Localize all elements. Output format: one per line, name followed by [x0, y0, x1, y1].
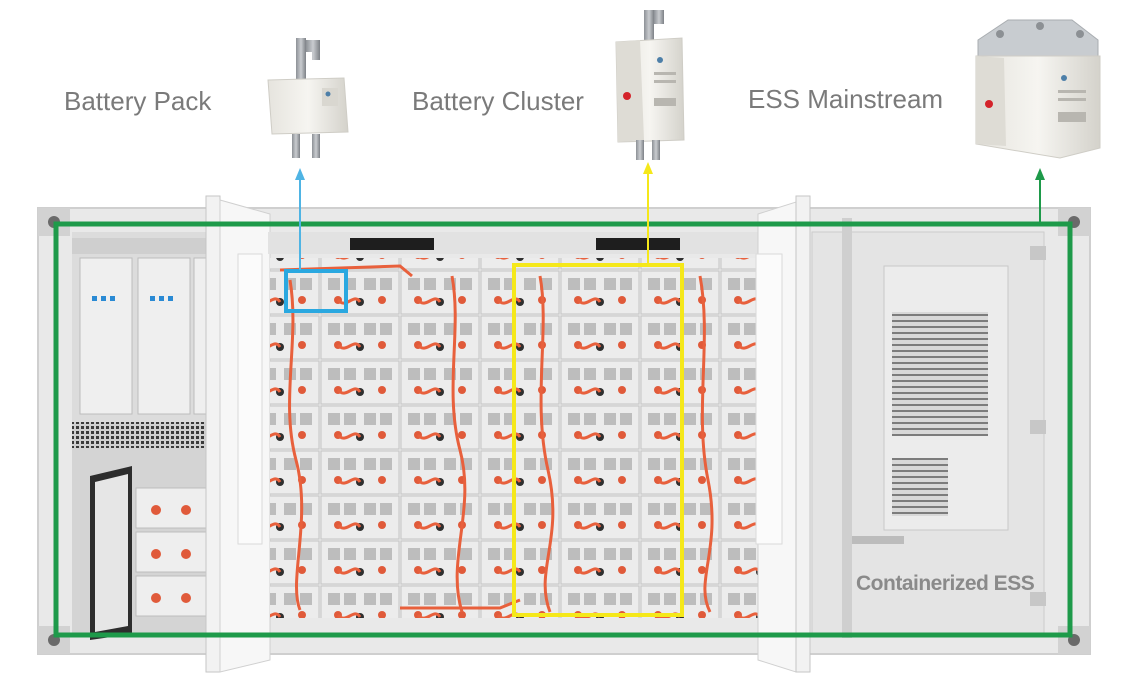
ess-mainstream-fuse-icon — [975, 19, 1101, 159]
battery-cluster-label: Battery Cluster — [412, 86, 584, 116]
battery-pack-highlight — [284, 269, 348, 313]
battery-pack-fuse-icon — [267, 38, 349, 158]
battery-pack-label: Battery Pack — [64, 86, 212, 116]
left-compartment — [72, 232, 209, 640]
right-compartment — [811, 218, 1046, 638]
ess-mainstream-label: ESS Mainstream — [748, 84, 944, 114]
left-door — [205, 195, 271, 673]
containerized-ess-label: Containerized ESS — [856, 572, 1035, 595]
battery-cluster-arrow — [643, 162, 653, 264]
battery-cluster-fuse-icon — [615, 10, 685, 160]
right-door — [755, 195, 811, 673]
battery-pack-arrow — [295, 168, 305, 270]
ess-mainstream-highlight — [53, 221, 1073, 638]
ess-mainstream-arrow — [1035, 168, 1045, 222]
battery-cluster-highlight — [512, 263, 684, 617]
